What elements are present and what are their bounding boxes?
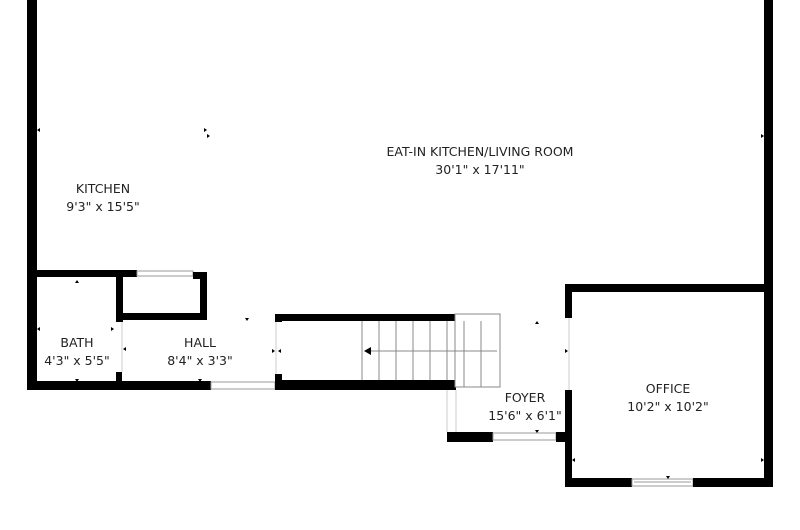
marker-icon	[111, 327, 114, 331]
room-size-foyer: 15'6" x 6'1"	[488, 408, 561, 423]
room-size-office: 10'2" x 10'2"	[627, 399, 708, 414]
wall-office-top	[565, 284, 773, 292]
wall-closet-left	[116, 272, 123, 322]
room-size-hall: 8'4" x 3'3"	[167, 353, 233, 368]
room-name-hall: HALL	[184, 335, 216, 350]
wall-stairs-stub-top	[275, 314, 282, 322]
arrow-left-icon	[364, 347, 371, 355]
wall-stairs-bottom	[275, 380, 456, 390]
marker-icon	[761, 458, 764, 462]
marker-icon	[118, 272, 122, 275]
marker-icon	[535, 430, 539, 433]
room-name-office: OFFICE	[646, 381, 691, 396]
wall-foyer-bottom	[447, 432, 493, 442]
room-name-living: EAT-IN KITCHEN/LIVING ROOM	[387, 144, 574, 159]
marker-icon	[198, 379, 202, 382]
marker-icon	[207, 134, 210, 138]
marker-icon	[198, 317, 202, 320]
room-name-kitchen: KITCHEN	[76, 181, 130, 196]
wall-office-bottom-left	[565, 478, 632, 487]
wall-office-bottom-right	[693, 478, 773, 487]
wall-closet-bottom	[116, 313, 207, 320]
wall-stairs-stub-bottom	[275, 374, 282, 382]
marker-icon	[245, 318, 249, 321]
wall-foyer-stub	[556, 432, 572, 442]
marker-icon	[37, 128, 40, 132]
marker-icon	[123, 347, 126, 351]
entry-door[interactable]	[492, 432, 557, 441]
wall-left	[27, 0, 37, 390]
marker-icon	[565, 349, 568, 353]
wall-right	[764, 0, 773, 487]
room-name-foyer: FOYER	[505, 390, 546, 405]
room-size-kitchen: 9'3" x 15'5"	[66, 199, 139, 214]
marker-icon	[75, 280, 79, 283]
wall-office-left-bottom	[565, 390, 572, 487]
room-name-bath: BATH	[60, 335, 93, 350]
wall-bath-stub	[116, 372, 122, 382]
marker-icon	[37, 327, 40, 331]
marker-icon	[204, 128, 207, 132]
dimension-markers	[37, 128, 764, 479]
marker-icon	[535, 321, 539, 324]
room-labels: EAT-IN KITCHEN/LIVING ROOM 30'1" x 17'11…	[44, 144, 708, 423]
wall-closet-right	[200, 272, 207, 320]
marker-icon	[278, 349, 281, 353]
wall-kitchen-bottom	[27, 270, 137, 277]
walls	[27, 0, 773, 487]
room-size-bath: 4'3" x 5'5"	[44, 353, 110, 368]
wall-office-left-top	[565, 284, 572, 318]
marker-icon	[75, 379, 79, 382]
marker-icon	[666, 289, 670, 292]
marker-icon	[761, 134, 764, 138]
marker-icon	[666, 476, 670, 479]
window-hall	[210, 381, 276, 390]
marker-icon	[272, 349, 275, 353]
wall-stairs-top	[275, 314, 455, 321]
stairs	[361, 313, 501, 388]
room-size-living: 30'1" x 17'11"	[435, 162, 524, 177]
window-closet	[136, 270, 194, 277]
marker-icon	[572, 458, 575, 462]
wall-bottom-left	[27, 381, 211, 390]
